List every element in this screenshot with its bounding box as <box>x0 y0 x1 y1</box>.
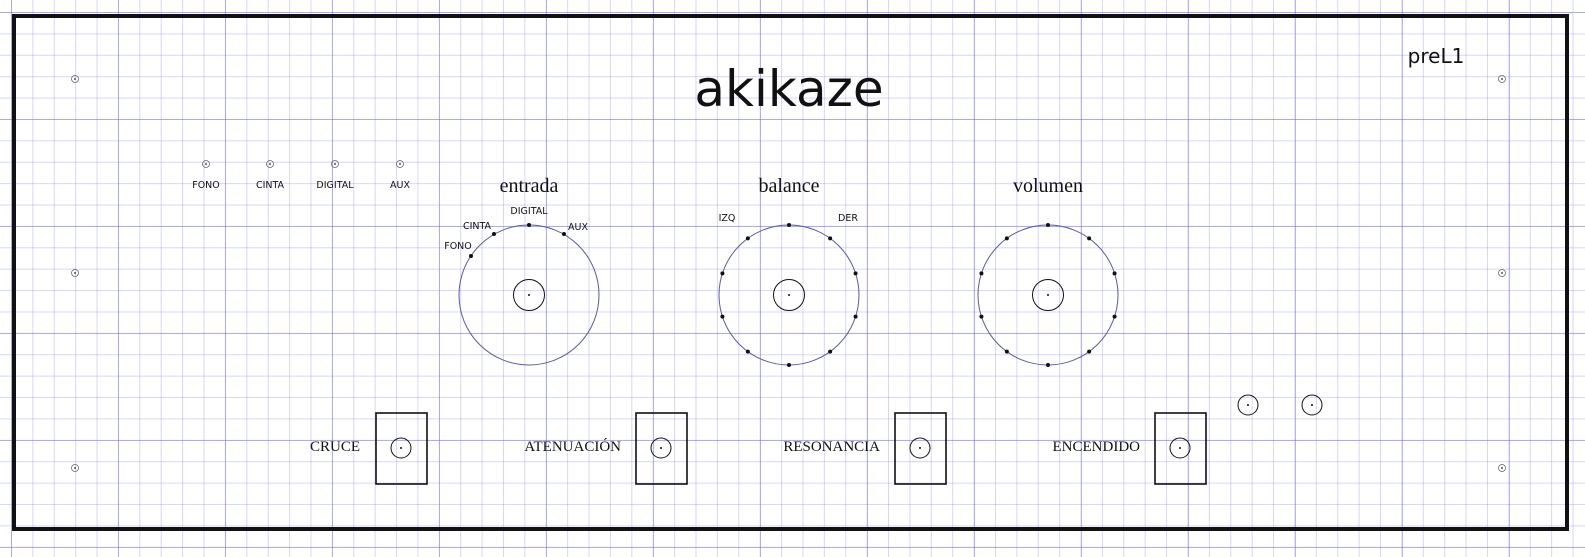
knob-title-balance: balance <box>758 175 819 197</box>
position-dot-aux <box>562 232 566 236</box>
indicator-label: AUX <box>390 180 410 191</box>
panel-outline <box>12 14 1569 531</box>
scale-dot <box>853 271 858 276</box>
jack-left <box>1237 394 1259 416</box>
scale-dot <box>1004 349 1009 354</box>
switch-housing[interactable] <box>894 412 947 485</box>
switch-actuator[interactable] <box>650 437 672 459</box>
position-dot-fono <box>469 254 473 258</box>
knob-shaft[interactable] <box>773 279 805 311</box>
scale-dot <box>979 314 984 319</box>
model-name: preL1 <box>1408 44 1465 68</box>
led-icon <box>202 160 210 168</box>
scale-dot <box>853 314 858 319</box>
knob-balance[interactable]: balance IZQ DER <box>718 175 860 367</box>
mounting-hole-right-middle <box>1498 269 1506 277</box>
indicator-aux: AUX <box>390 160 410 191</box>
switch-cruce[interactable]: CRUCE <box>310 412 428 485</box>
switch-housing[interactable] <box>635 412 688 485</box>
scale-dot <box>1112 271 1117 276</box>
knob-volumen[interactable]: volumen <box>977 175 1119 367</box>
scale-dot <box>720 314 725 319</box>
jack-right <box>1301 394 1323 416</box>
indicator-label: FONO <box>192 180 220 191</box>
switch-actuator[interactable] <box>909 437 931 459</box>
indicator-label: DIGITAL <box>316 180 354 191</box>
mounting-hole-left-middle <box>71 269 79 277</box>
mounting-hole-left-top <box>71 75 79 83</box>
scale-dots-balance <box>720 223 858 367</box>
scale-dot <box>745 236 750 241</box>
knob-center-dot <box>1047 294 1049 296</box>
led-icon <box>266 160 274 168</box>
indicator-digital: DIGITAL <box>316 160 354 191</box>
indicator-fono: FONO <box>192 160 220 191</box>
position-label-digital: DIGITAL <box>510 206 548 217</box>
knob-shaft[interactable] <box>513 279 545 311</box>
mounting-holes <box>71 75 1506 472</box>
knob-center-dot <box>528 294 530 296</box>
mounting-hole-right-top <box>1498 75 1506 83</box>
scale-dot <box>828 349 833 354</box>
knob-title-entrada: entrada <box>500 175 559 197</box>
position-label-fono: FONO <box>444 241 472 252</box>
led-icon <box>331 160 339 168</box>
scale-dot <box>745 349 750 354</box>
knob-entrada[interactable]: entrada FONO CINTA DIGITAL AUX <box>444 175 600 366</box>
led-icon <box>396 160 404 168</box>
switch-label-atenuacion: ATENUACIÓN <box>524 438 621 455</box>
scale-dot <box>1046 223 1050 227</box>
position-label-cinta: CINTA <box>463 221 492 232</box>
switch-atenuacion[interactable]: ATENUACIÓN <box>524 412 688 485</box>
scale-dot <box>787 363 791 367</box>
knob-title-volumen: volumen <box>1013 175 1083 197</box>
switch-actuator[interactable] <box>1169 437 1191 459</box>
switch-housing[interactable] <box>375 412 428 485</box>
scale-dot <box>1112 314 1117 319</box>
knob-shaft[interactable] <box>1032 279 1064 311</box>
scale-dot <box>720 271 725 276</box>
switch-housing[interactable] <box>1154 412 1207 485</box>
indicator-cinta: CINTA <box>256 160 285 191</box>
scale-dots-volumen <box>979 223 1117 367</box>
scale-dot <box>1046 363 1050 367</box>
scale-dot <box>828 236 833 241</box>
mounting-hole-left-bottom <box>71 464 79 472</box>
switch-label-encendido: ENCENDIDO <box>1053 439 1141 455</box>
position-dot-cinta <box>492 232 496 236</box>
knob-center-dot <box>788 294 790 296</box>
balance-left-label: IZQ <box>719 213 736 224</box>
switch-encendido[interactable]: ENCENDIDO <box>1053 412 1207 485</box>
scale-dot <box>1087 236 1092 241</box>
position-dot-digital <box>527 223 531 227</box>
switch-label-resonancia: RESONANCIA <box>783 439 880 455</box>
position-label-aux: AUX <box>568 222 588 233</box>
switch-resonancia[interactable]: RESONANCIA <box>783 412 947 485</box>
switch-label-cruce: CRUCE <box>310 439 360 455</box>
brand-name: akikaze <box>694 60 883 118</box>
scale-dot <box>1004 236 1009 241</box>
scale-dot <box>979 271 984 276</box>
mounting-hole-right-bottom <box>1498 464 1506 472</box>
switch-actuator[interactable] <box>390 437 412 459</box>
input-indicators: FONO CINTA DIGITAL AUX <box>192 160 410 191</box>
scale-dot <box>1087 349 1092 354</box>
indicator-label: CINTA <box>256 180 285 191</box>
scale-dot <box>787 223 791 227</box>
balance-right-label: DER <box>838 213 858 224</box>
